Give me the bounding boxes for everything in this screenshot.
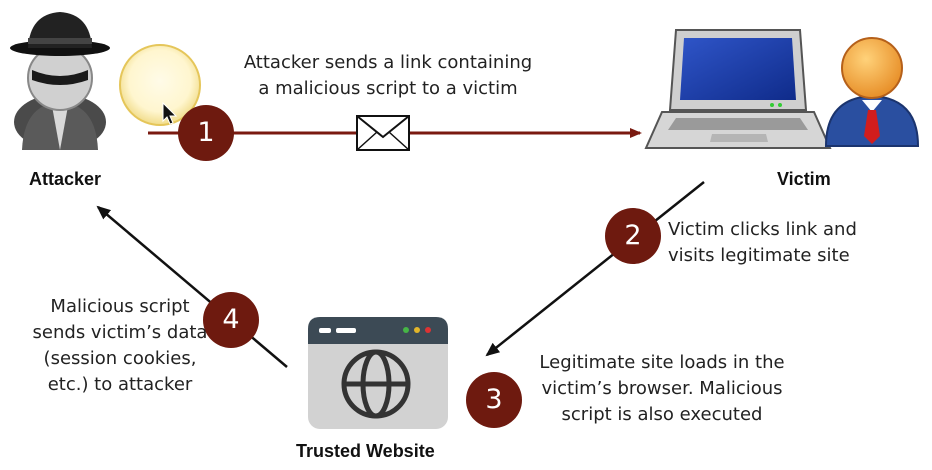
step-3-line: victim’s browser. Malicious	[541, 378, 783, 399]
step-1-line: Attacker sends a link containing	[243, 52, 533, 73]
step-2-badge: 2	[605, 208, 661, 264]
step-1-line: a malicious script to a victim	[258, 78, 518, 99]
envelope-icon	[356, 115, 410, 151]
step-3-badge: 3	[466, 372, 522, 428]
browser-globe-icon	[308, 317, 448, 429]
arrow-website-to-attacker	[96, 205, 288, 368]
step-2-line: visits legitimate site	[668, 245, 850, 266]
laptop-icon	[644, 29, 832, 149]
step-4-line: sends victim’s data	[32, 322, 208, 343]
cursor-highlight	[119, 44, 201, 126]
step-2-line: Victim clicks link and	[668, 219, 857, 240]
arrow-victim-to-website	[485, 181, 705, 357]
step-1-badge: 1	[178, 105, 234, 161]
step-4-line: etc.) to attacker	[47, 374, 193, 395]
step-4-line: Malicious script	[50, 296, 190, 317]
attacker-label: Attacker	[29, 169, 102, 189]
victim-user-icon	[824, 37, 920, 147]
step-4-description: Malicious script sends victim’s data (se…	[22, 294, 218, 398]
spy-icon	[10, 12, 110, 150]
step-3-line: script is also executed	[561, 404, 763, 425]
step-1-description: Attacker sends a link containing a malic…	[232, 50, 544, 102]
mouse-pointer-icon	[162, 101, 178, 125]
step-4-line: (session cookies,	[43, 348, 197, 369]
website-label: Trusted Website	[296, 441, 435, 461]
step-3-description: Legitimate site loads in the victim’s br…	[526, 350, 798, 428]
step-2-description: Victim clicks link and visits legitimate…	[668, 217, 878, 269]
victim-label: Victim	[777, 169, 831, 189]
step-4-badge: 4	[203, 292, 259, 348]
step-3-line: Legitimate site loads in the	[539, 352, 785, 373]
